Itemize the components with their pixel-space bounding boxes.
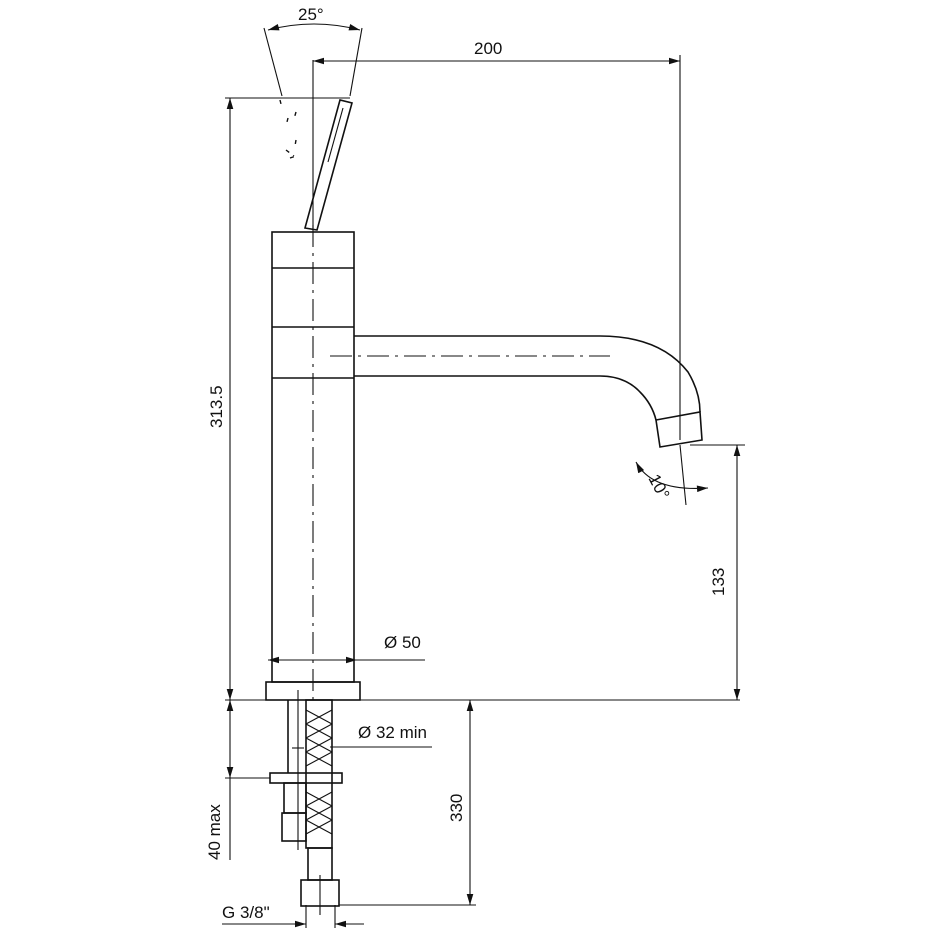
fixing-nut (281, 812, 307, 842)
dimension-thread: G 3/8" (222, 903, 364, 928)
deck-thickness-label: 40 max (205, 804, 224, 860)
outlet-angle-label: 10° (644, 471, 673, 503)
body-diameter-label: Ø 50 (384, 633, 421, 652)
dimension-body-diameter: Ø 50 (268, 633, 425, 664)
hose-length-label: 330 (447, 794, 466, 822)
dimension-spout-height: 133 (690, 444, 745, 700)
mounting-assembly (269, 690, 343, 915)
lever-handle (279, 99, 353, 231)
lever-angle-label: 25° (298, 5, 324, 24)
hole-diameter-label: Ø 32 min (358, 723, 427, 742)
dimension-outlet-angle: 10° (635, 444, 709, 506)
spout (330, 335, 703, 448)
dimension-hose-length: 330 (339, 700, 476, 906)
dimension-total-height: 313.5 (207, 97, 740, 701)
spout-height-label: 133 (709, 568, 728, 596)
dimension-deck-thickness: 40 max (205, 700, 270, 860)
dimension-hole-diameter: Ø 32 min (330, 723, 432, 748)
thread-label: G 3/8" (222, 903, 270, 922)
lever-alt-position (279, 99, 297, 159)
spout-reach-label: 200 (474, 39, 502, 58)
dimension-spout-reach: 200 (312, 39, 681, 440)
total-height-label: 313.5 (207, 385, 226, 428)
faucet-body (265, 225, 361, 701)
